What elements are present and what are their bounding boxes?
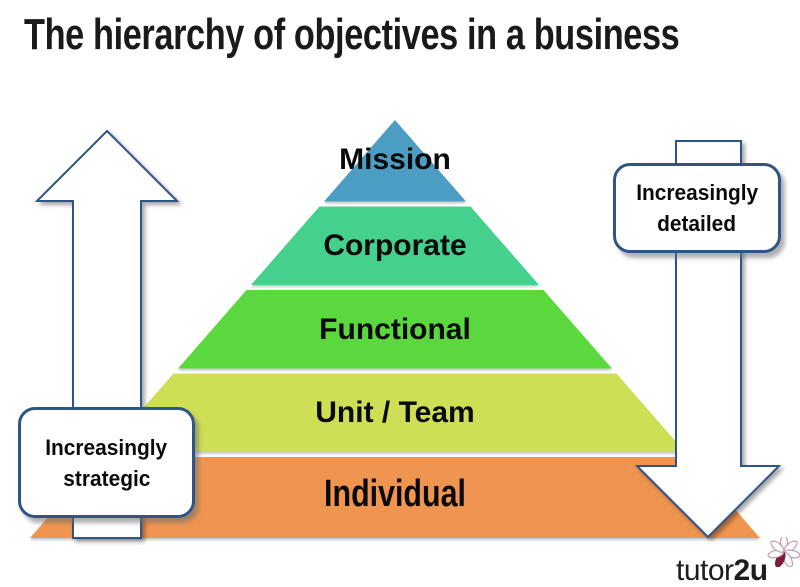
- pyramid-level-corporate: [251, 206, 539, 285]
- pyramid-level-functional: [178, 290, 612, 369]
- pyramid-level-unit-team: [105, 373, 685, 452]
- left-callout-line2: strategic: [62, 465, 151, 491]
- pyramid: [30, 120, 760, 538]
- pyramid-level-mission: [324, 120, 466, 202]
- pyramid-level-individual: [30, 457, 760, 538]
- right-callout-line1: Increasingly: [636, 180, 758, 205]
- right-callout-line2: detailed: [657, 211, 737, 236]
- right-callout-increasingly-detailed: Increasingly detailed: [613, 163, 781, 253]
- up-arrow: [34, 129, 180, 539]
- page-title: The hierarchy of objectives in a busines…: [24, 10, 680, 59]
- logo-text-regular: tutor: [676, 554, 734, 587]
- left-callout-line1: Increasingly: [45, 434, 168, 460]
- tutor2u-logo: tutor2u: [676, 554, 768, 587]
- left-callout-increasingly-strategic: Increasingly strategic: [18, 407, 195, 518]
- logo-text-bold: 2u: [733, 554, 769, 587]
- flower-icon: [767, 537, 800, 567]
